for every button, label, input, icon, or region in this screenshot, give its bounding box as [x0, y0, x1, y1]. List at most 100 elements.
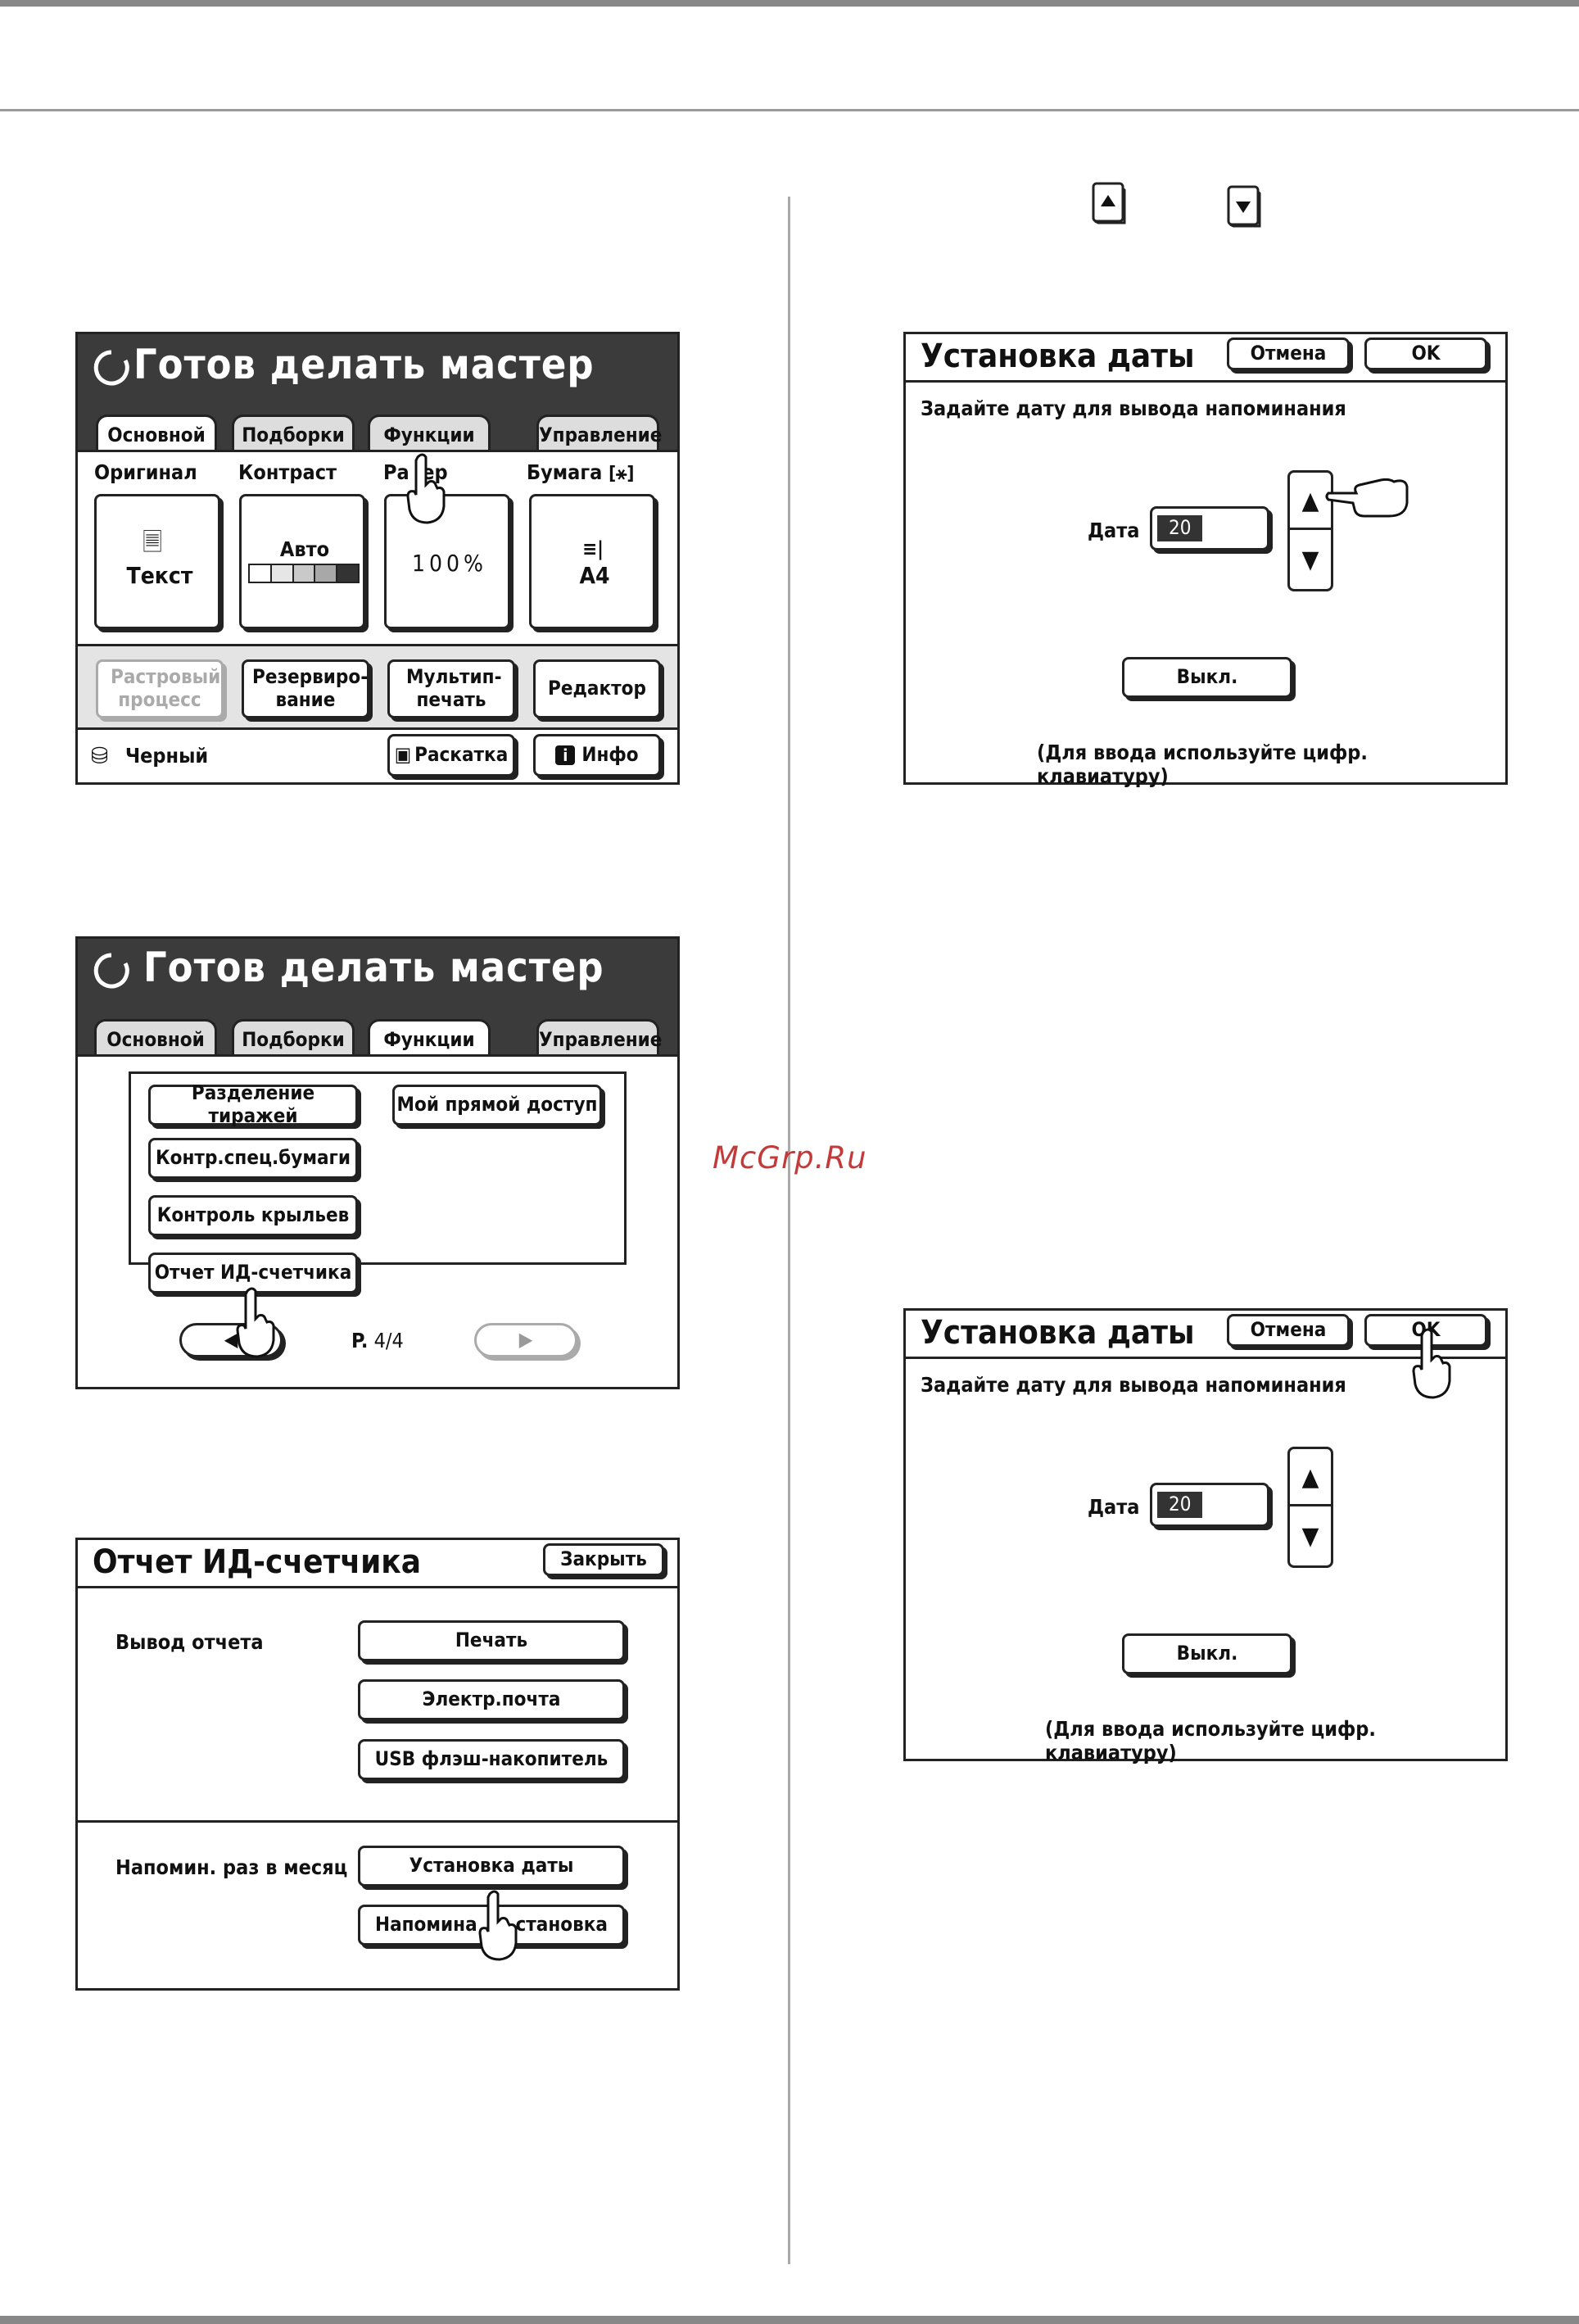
title-rule: [906, 380, 1505, 383]
size-button[interactable]: 100%: [384, 494, 510, 629]
contrast-value: Авто: [279, 537, 330, 561]
top-rule: [0, 0, 1579, 7]
function-item[interactable]: Отчет ИД-счетчика: [148, 1253, 358, 1293]
reminder-label: Напомин. раз в месяц: [115, 1855, 348, 1879]
cancel-button[interactable]: Отмена: [1227, 1314, 1350, 1347]
size-value: 100%: [411, 550, 487, 577]
original-value: Текст: [126, 562, 193, 589]
report-output-label: Вывод отчета: [115, 1630, 264, 1654]
tab-functions[interactable]: Функции: [368, 415, 491, 452]
increment-button[interactable]: ▲: [1290, 473, 1331, 530]
label-paper-text: Бумага: [527, 460, 603, 484]
paper-value: A4: [579, 562, 610, 589]
id-counter-report-screen: Отчет ИД-счетчика Закрыть Вывод отчета П…: [75, 1538, 680, 1991]
section-rule: [78, 1820, 677, 1823]
watermark: McGrp.Ru: [713, 1140, 867, 1176]
tab-functions[interactable]: Функции: [368, 1019, 491, 1057]
date-setting-dialog: Установка даты Отмена OK Задайте дату дл…: [903, 1308, 1508, 1765]
prompt-text: Задайте дату для вывода напоминания: [921, 1373, 1346, 1397]
title-rule: [906, 1357, 1505, 1359]
editor-button[interactable]: Редактор: [533, 659, 661, 718]
original-button[interactable]: 🗏 Текст: [94, 494, 220, 629]
tab-underline: [78, 1054, 677, 1057]
bottom-rule: [0, 2316, 1579, 2324]
contrast-button[interactable]: Авто: [239, 494, 365, 629]
info-icon: i: [555, 745, 576, 765]
date-setting-dialog: Установка даты Отмена OK Задайте дату дл…: [903, 332, 1508, 788]
arrow-down-key-icon: [1227, 185, 1261, 228]
date-stepper: ▲ ▼: [1287, 1447, 1333, 1568]
close-button[interactable]: Закрыть: [543, 1543, 664, 1576]
function-item[interactable]: Мой прямой доступ: [392, 1085, 602, 1126]
functions-screen: Готов делать мастер Основной Подборки Фу…: [75, 936, 680, 1389]
function-list-frame: [129, 1071, 627, 1265]
title-rule: [78, 1586, 677, 1588]
dialog-title: Установка даты: [921, 1314, 1195, 1352]
label-original: Оригинал: [94, 460, 197, 484]
reservation-button[interactable]: Резервиро-вание: [242, 659, 369, 718]
date-field[interactable]: 20: [1150, 1483, 1269, 1527]
pointing-hand-icon: [1405, 1327, 1455, 1401]
tab-sets[interactable]: Подборки: [232, 1019, 355, 1057]
column-divider: [788, 197, 790, 2264]
tab-underline: [78, 450, 677, 452]
hint-text: (Для ввода используйте цифр. клавиатуру): [1045, 1717, 1376, 1765]
page-next-button[interactable]: ▶: [474, 1323, 577, 1357]
print-button[interactable]: Печать: [358, 1620, 625, 1661]
multi-print-button[interactable]: Мультип-печать: [387, 659, 515, 718]
paper-button[interactable]: ≡| A4: [529, 494, 655, 629]
header-rule: [0, 109, 1579, 111]
label-contrast: Контраст: [238, 460, 337, 484]
arrow-up-key-icon: [1092, 182, 1126, 224]
pointing-hand-icon: [229, 1286, 278, 1360]
tab-sets[interactable]: Подборки: [232, 415, 355, 452]
decrement-button[interactable]: ▼: [1301, 546, 1319, 574]
contrast-scale: [248, 564, 360, 583]
function-item[interactable]: Разделение тиражей: [148, 1082, 358, 1127]
off-button[interactable]: Выкл.: [1122, 657, 1292, 698]
decrement-button[interactable]: ▼: [1301, 1522, 1319, 1551]
ok-button[interactable]: OK: [1364, 338, 1487, 370]
dialog-title: Отчет ИД-счетчика: [93, 1543, 421, 1581]
dialog-title: Установка даты: [921, 338, 1195, 375]
prompt-text: Задайте дату для вывода напоминания: [921, 396, 1346, 420]
hint-text: (Для ввода используйте цифр. клавиатуру): [1037, 741, 1368, 788]
tab-basic[interactable]: Основной: [94, 1019, 217, 1057]
paper-ignore-icon: [⚹]: [609, 464, 635, 484]
pointing-hand-icon: [400, 452, 449, 526]
date-stepper: ▲ ▼: [1287, 470, 1333, 591]
paper-stack-icon: ≡|: [582, 537, 604, 560]
spinner-icon: [93, 349, 130, 387]
email-button[interactable]: Электр.почта: [358, 1679, 625, 1720]
pointing-hand-icon: [1323, 470, 1414, 519]
cancel-button[interactable]: Отмена: [1227, 338, 1350, 370]
status-text: Готов делать мастер: [133, 341, 595, 388]
ink-drum-icon: ⛁: [91, 742, 109, 769]
tab-basic[interactable]: Основной: [96, 415, 217, 452]
date-label: Дата: [1088, 1495, 1140, 1519]
date-value: 20: [1157, 1492, 1203, 1518]
main-screen-basic: Готов делать мастер Основной Подборки Фу…: [75, 332, 680, 785]
date-label: Дата: [1088, 519, 1140, 542]
set-date-button[interactable]: Установка даты: [358, 1846, 625, 1887]
off-button[interactable]: Выкл.: [1122, 1633, 1292, 1674]
document-icon: 🗏: [143, 528, 163, 557]
tab-admin[interactable]: Управление: [536, 1019, 662, 1057]
page-value: 4/4: [373, 1329, 404, 1352]
date-field[interactable]: 20: [1150, 506, 1269, 550]
date-value: 20: [1157, 515, 1203, 541]
pointing-hand-icon: [472, 1889, 521, 1963]
page-indicator: P. 4/4: [351, 1329, 404, 1352]
function-item[interactable]: Контроль крыльев: [148, 1195, 358, 1236]
usb-button[interactable]: USB флэш-накопитель: [358, 1739, 625, 1780]
page-prefix: P.: [351, 1329, 369, 1352]
screen-process-button[interactable]: Растровый процесс: [96, 659, 224, 718]
idling-icon: ▣: [394, 743, 412, 767]
idling-button[interactable]: ▣Раскатка: [387, 734, 515, 777]
status-text: Готов делать мастер: [143, 944, 604, 991]
tab-admin[interactable]: Управление: [536, 415, 662, 452]
increment-button[interactable]: ▲: [1290, 1449, 1331, 1506]
ink-color: Черный: [125, 744, 209, 768]
function-item[interactable]: Контр.спец.бумаги: [148, 1138, 358, 1179]
